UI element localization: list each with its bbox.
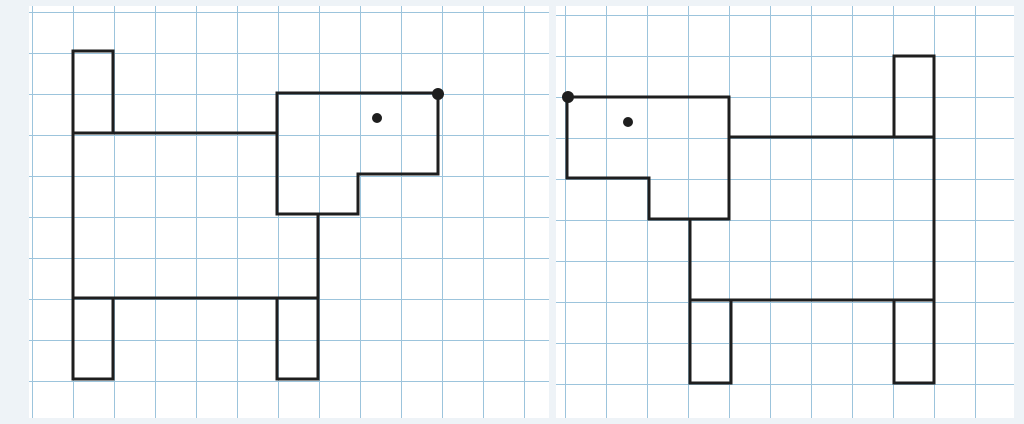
dog-original-front-leg xyxy=(277,298,318,379)
dog-original-nose-point xyxy=(432,88,444,100)
dog-mirrored-nose-point xyxy=(562,91,574,103)
dog-mirrored-eye xyxy=(623,117,633,127)
dog-mirrored-back-leg xyxy=(894,300,934,383)
dog-original-head xyxy=(277,93,438,214)
dog-mirrored-head xyxy=(567,97,729,219)
dog-mirrored-front-leg xyxy=(690,300,731,383)
dog-original-back-leg xyxy=(73,298,113,379)
dog-mirrored-tail xyxy=(894,56,934,137)
dog-original-tail xyxy=(73,51,113,133)
dog-original-eye xyxy=(372,113,382,123)
dog-figure-mirrored xyxy=(562,56,934,383)
dog-figure-original xyxy=(73,51,444,379)
